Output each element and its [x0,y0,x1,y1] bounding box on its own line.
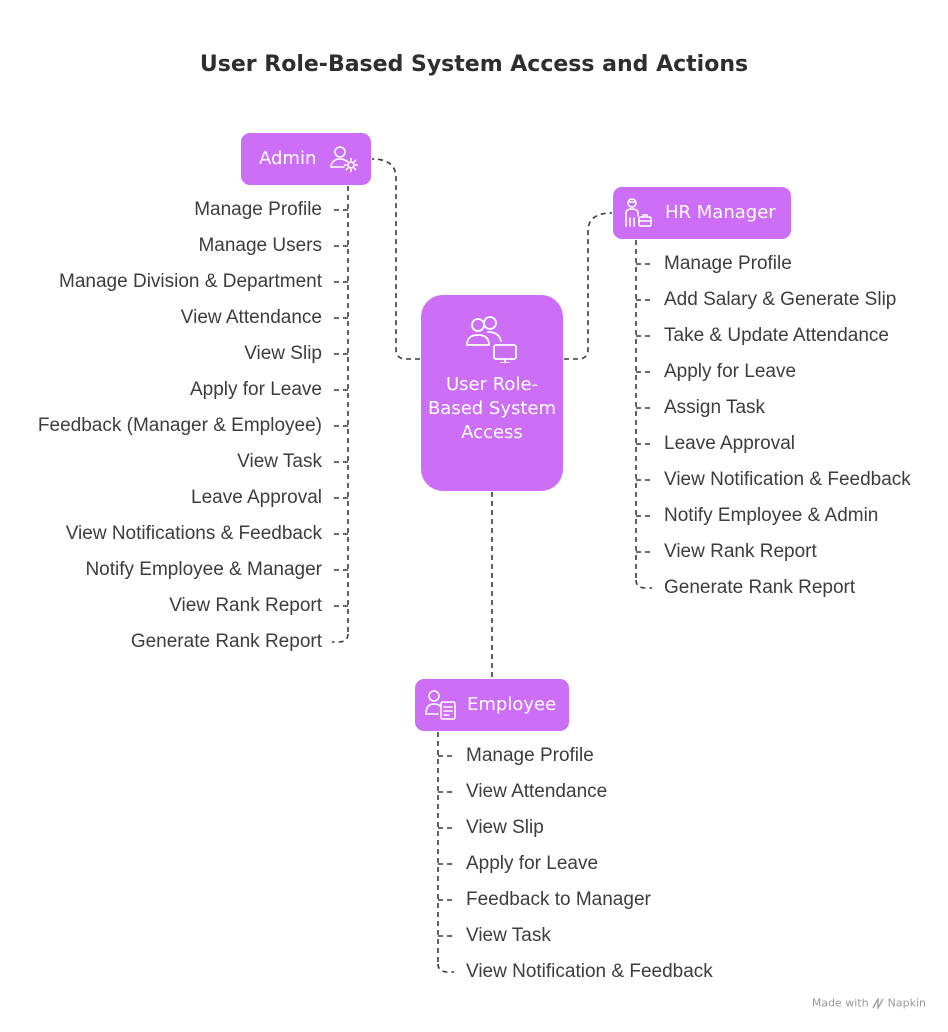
employee-label: Employee [467,694,557,715]
employee-branch-tick [437,963,454,973]
admin-node: Admin [241,133,371,185]
admin-action-item: Leave Approval [191,487,322,508]
hr-action-item: View Notification & Feedback [664,469,911,490]
napkin-brand-label: Napkin [887,996,926,1010]
napkin-logo-icon [872,995,884,1011]
user-briefcase-icon [625,198,652,227]
employee-action-item: View Slip [466,817,544,838]
employee-action-item: View Task [466,925,551,946]
employee-action-item: Manage Profile [466,745,594,766]
admin-label: Admin [259,148,317,169]
diagram-title: User Role-Based System Access and Action… [199,52,749,77]
hr-action-item: Take & Update Attendance [664,325,889,346]
hr-action-item: View Rank Report [664,541,817,562]
admin-action-item: View Task [237,451,322,472]
admin-action-item: View Notifications & Feedback [65,523,322,544]
napkin-watermark: Made with Napkin [811,995,926,1011]
admin-action-item: Manage Profile [194,199,322,220]
employee-action-item: View Attendance [466,781,608,802]
admin-action-item: View Rank Report [169,595,322,616]
admin-action-item: Manage Division & Department [59,271,322,292]
admin-action-item: Notify Employee & Manager [85,559,322,580]
user-document-icon [425,690,456,720]
hr-action-item: Notify Employee & Admin [664,505,879,526]
user-role-access-label: User Role-Based System Access [427,374,557,443]
admin-action-item: Apply for Leave [189,379,322,400]
admin-branch-tick [332,633,349,643]
hr-action-item: Apply for Leave [664,361,797,382]
employee-action-item: Apply for Leave [466,853,599,874]
user-role-access-node: User Role-Based System Access [421,295,563,491]
hr-action-item: Manage Profile [664,253,792,274]
connector-center-hr [564,212,613,360]
hr-action-item: Generate Rank Report [664,577,856,598]
hr-action-item: Leave Approval [664,433,795,454]
made-with-label: Made with [811,996,869,1010]
users-monitor-icon [466,316,517,363]
hr-action-item: Assign Task [664,397,766,418]
employee-action-item: View Notification & Feedback [466,961,713,982]
user-settings-icon [330,146,359,173]
hr-branch-tick [635,579,652,589]
hr-action-item: Add Salary & Generate Slip [664,289,897,310]
employee-node: Employee [415,679,569,731]
admin-action-item: View Slip [244,343,322,364]
employee-action-item: Feedback to Manager [466,889,651,910]
admin-action-item: Feedback (Manager & Employee) [37,415,322,436]
admin-action-item: Manage Users [198,235,322,256]
admin-action-item: Generate Rank Report [130,631,322,652]
admin-action-item: View Attendance [180,307,322,328]
connector-center-admin [371,158,420,360]
hr-manager-node: HR Manager [613,187,791,239]
hr-manager-label: HR Manager [665,202,776,223]
